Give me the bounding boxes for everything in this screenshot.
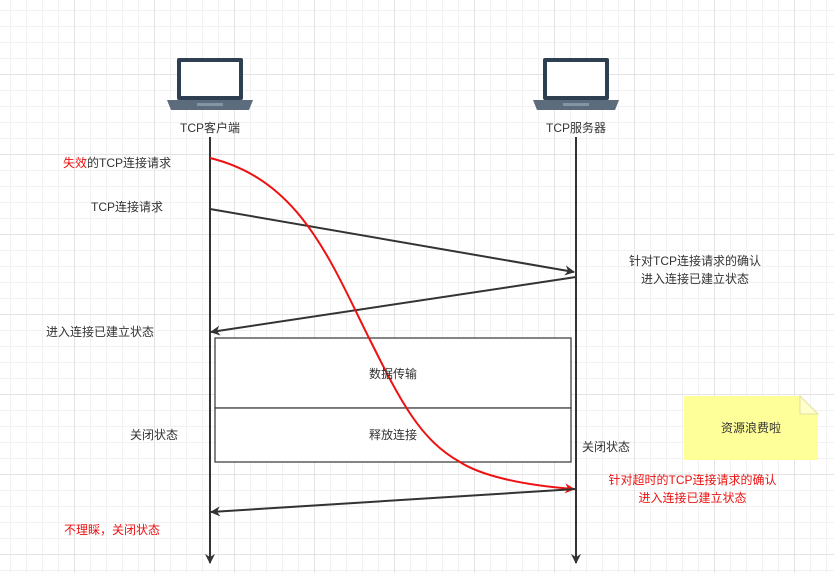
- ignore-label: 不理睬，关闭状态: [64, 523, 161, 537]
- failed-prefix: 失效: [63, 156, 88, 170]
- server-closed-label: 关闭状态: [582, 440, 631, 454]
- ack-arrow: [210, 276, 577, 336]
- failed-request-label: 失效的TCP连接请求: [63, 155, 171, 171]
- timeout-ack-label-line2: 进入连接已建立状态: [638, 491, 747, 505]
- data-transfer-box: [214, 337, 572, 409]
- server-laptop-icon: [533, 58, 619, 110]
- ack-label-line2: 进入连接已建立状态: [640, 272, 749, 286]
- client-closed-label: 关闭状态: [130, 428, 179, 442]
- request-arrow: [209, 208, 575, 276]
- failed-suffix: 的TCP连接请求: [87, 156, 172, 170]
- release-connection-label: 释放连接: [368, 428, 417, 442]
- timeout-ack-arrow: [210, 488, 577, 517]
- resource-waste-note: [684, 394, 820, 460]
- ack-label-line1: 针对TCP连接请求的确认: [628, 254, 761, 268]
- client-label: TCP客户端: [179, 121, 240, 135]
- timeout-ack-label-line1: 针对超时的TCP连接请求的确认: [608, 473, 777, 487]
- note-text: 资源浪费啦: [720, 421, 781, 435]
- request-label: TCP连接请求: [91, 200, 164, 214]
- release-connection-box: [214, 407, 572, 463]
- client-established-label: 进入连接已建立状态: [46, 325, 155, 339]
- server-label: TCP服务器: [545, 121, 606, 135]
- data-transfer-label: 数据传输: [368, 367, 417, 381]
- failed-request-curve: [209, 157, 575, 494]
- client-laptop-icon: [167, 58, 253, 110]
